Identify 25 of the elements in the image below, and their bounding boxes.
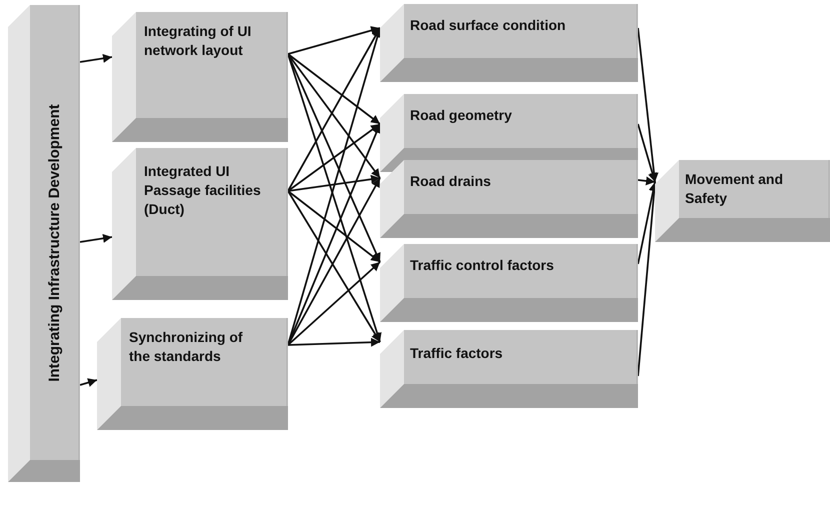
block-label: Traffic factors — [410, 344, 504, 363]
arrow — [287, 123, 381, 192]
block-label: Integrating of UI network layout — [144, 22, 252, 60]
block-label: Integrated UI Passage facilities (Duct) — [144, 162, 262, 219]
block-label: Integrating Infrastructure Development — [44, 104, 64, 382]
arrow — [288, 338, 380, 347]
arrow — [287, 53, 381, 125]
block-label: Road surface condition — [410, 16, 567, 35]
arrow — [80, 378, 98, 387]
arrow — [288, 26, 380, 55]
arrow — [637, 28, 658, 182]
block-label: Road geometry — [410, 106, 513, 125]
arrow — [287, 261, 381, 346]
arrow — [637, 182, 659, 376]
arrow — [637, 124, 657, 182]
block-label: Traffic control factors — [410, 256, 555, 275]
arrow — [287, 190, 381, 263]
arrow — [80, 54, 112, 63]
arrow — [638, 176, 656, 186]
arrow — [288, 174, 380, 192]
block-label: Synchronizing of the standards — [129, 328, 244, 366]
block-label: Road drains — [410, 172, 492, 191]
block-label: Movement and Safety — [685, 170, 784, 208]
arrow — [287, 28, 381, 192]
arrow — [80, 234, 112, 243]
